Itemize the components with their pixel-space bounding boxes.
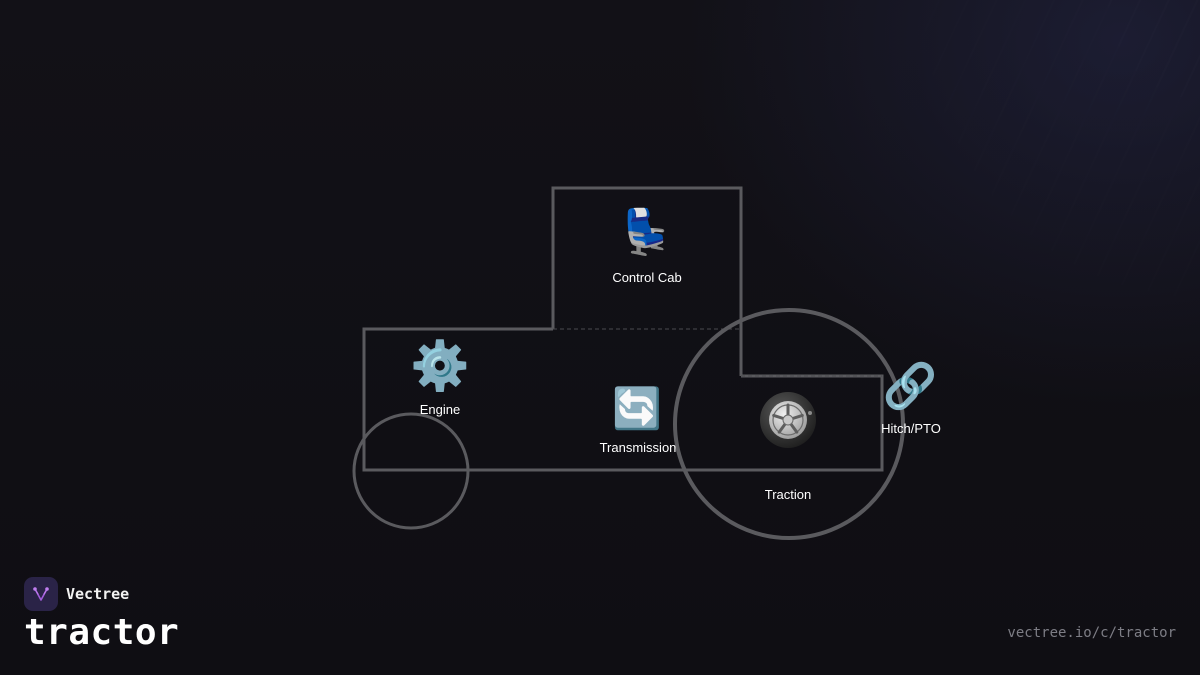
engine-label: Engine [419,402,461,417]
chain-link-icon: 🔗 [882,362,938,411]
cab-outline [551,186,743,376]
gear-icon: ⚙️ [410,340,470,393]
seat-icon: 💺 [618,208,674,257]
cycle-arrows-icon: 🔄 [612,387,662,431]
rear-wheel-outline [673,308,905,540]
front-wheel-outline [352,412,470,530]
vectree-logo-icon [24,577,58,611]
control-cab-label: Control Cab [612,270,682,285]
brand-name: Vectree [66,585,130,603]
brand[interactable]: Vectree [24,577,129,611]
traction-label: Traction [764,487,812,502]
body-outline [362,327,884,472]
transmission-label: Transmission [599,440,677,455]
wheel-icon [760,392,816,448]
hitch-pto-label: Hitch/PTO [881,421,941,436]
page-title: tractor [24,612,180,653]
page-url[interactable]: vectree.io/c/tractor [1007,625,1176,641]
background-rays [680,0,1200,560]
